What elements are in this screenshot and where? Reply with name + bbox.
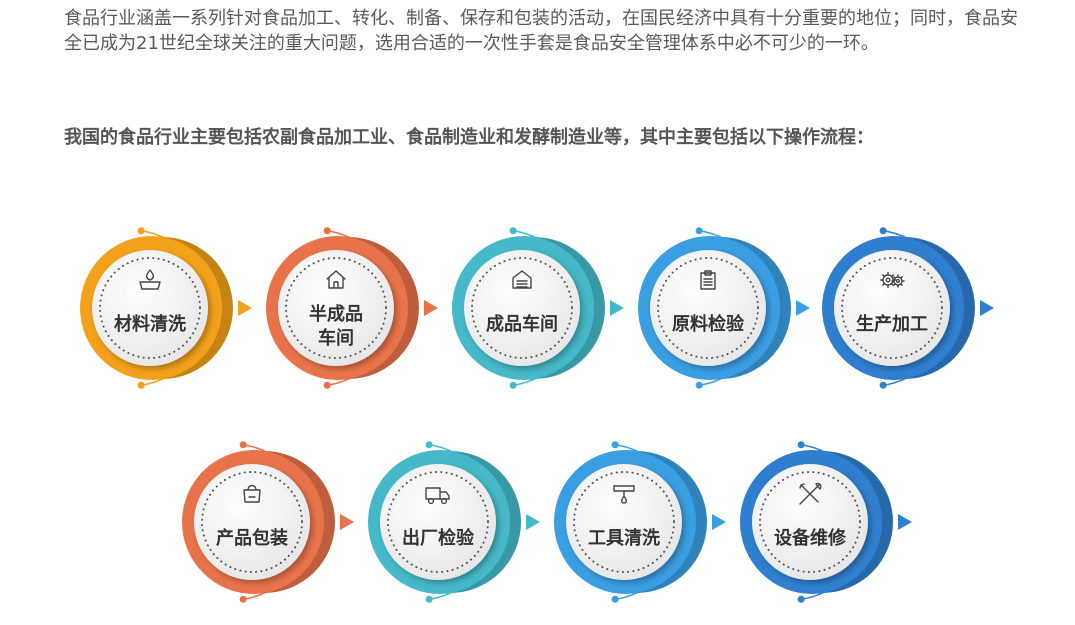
step-label: 出厂检验 <box>402 527 475 549</box>
step-label-line: 半成品 <box>309 303 363 325</box>
flow-arrow <box>980 300 994 316</box>
flow-arrow <box>610 300 624 316</box>
arc-dot <box>879 227 887 235</box>
arc-dot <box>797 441 805 449</box>
flow-arrow <box>238 300 252 316</box>
dotted-ring <box>841 257 943 359</box>
arc-dot <box>323 381 331 389</box>
step-label: 半成品车间 <box>309 303 363 349</box>
inner-disc <box>380 464 496 580</box>
flow-arrow <box>898 514 912 530</box>
ring-shade <box>720 237 791 379</box>
ring-shade <box>162 237 233 379</box>
arc-dot <box>137 227 145 235</box>
arc-dot <box>137 381 145 389</box>
inner-disc <box>194 464 310 580</box>
step-label-line: 出厂检验 <box>402 527 475 549</box>
step-label: 原料检验 <box>672 313 745 335</box>
arc-dot <box>323 227 331 235</box>
arc-dot <box>695 227 703 235</box>
flow-arrow <box>424 300 438 316</box>
clipboard-icon <box>700 270 716 290</box>
step-label-line: 车间 <box>318 327 354 349</box>
step-label-line: 工具清洗 <box>588 527 660 549</box>
house-icon <box>326 270 346 289</box>
ring-shade <box>904 237 975 379</box>
inner-disc <box>92 250 208 366</box>
ring-shade <box>348 237 419 379</box>
dotted-ring <box>201 471 303 573</box>
step-label-line: 材料清洗 <box>114 313 186 335</box>
step-label-line: 成品车间 <box>486 313 558 335</box>
dotted-ring <box>285 257 387 359</box>
tap-icon <box>613 485 635 504</box>
flow-arrow <box>340 514 354 530</box>
flow-arrow <box>526 514 540 530</box>
gears-icon <box>879 271 905 289</box>
process-step: 生产加工 <box>822 227 994 389</box>
arc-dot <box>879 381 887 389</box>
inner-disc <box>464 250 580 366</box>
arc-dot <box>509 381 517 389</box>
dotted-ring <box>759 471 861 573</box>
dotted-ring <box>471 257 573 359</box>
dotted-ring <box>573 471 675 573</box>
arc-dot <box>239 595 247 603</box>
intro-paragraph: 食品行业涵盖一系列针对食品加工、转化、制备、保存和包装的活动，在国民经济中具有十… <box>64 8 1018 54</box>
arc-dot <box>611 441 619 449</box>
arc-dot <box>611 595 619 603</box>
process-step: 材料清洗 <box>80 227 252 389</box>
ring-shade <box>264 451 335 593</box>
process-step: 工具清洗 <box>554 441 726 603</box>
step-label-line: 生产加工 <box>856 313 928 335</box>
inner-disc <box>650 250 766 366</box>
step-label-line: 产品包装 <box>216 527 288 549</box>
step-label: 设备维修 <box>774 527 847 549</box>
process-heading: 我国的食品行业主要包括农副食品加工业、食品制造业和发酵制造业等，其中主要包括以下… <box>64 127 874 148</box>
dotted-ring <box>657 257 759 359</box>
step-label: 生产加工 <box>856 313 928 335</box>
step-label-line: 原料检验 <box>672 313 745 335</box>
process-step: 产品包装 <box>182 441 354 603</box>
flow-arrow <box>712 514 726 530</box>
process-step: 设备维修 <box>740 441 912 603</box>
flow-arrow <box>796 300 810 316</box>
washbasin-icon <box>139 269 161 290</box>
ring-shade <box>636 451 707 593</box>
arc-dot <box>425 595 433 603</box>
inner-disc <box>834 250 950 366</box>
warehouse-icon <box>512 270 532 289</box>
arc-dot <box>239 441 247 449</box>
step-label: 工具清洗 <box>588 527 660 549</box>
arc-dot <box>797 595 805 603</box>
arc-dot <box>425 441 433 449</box>
process-step: 半成品车间 <box>266 227 438 389</box>
inner-disc <box>752 464 868 580</box>
inner-disc <box>566 464 682 580</box>
step-label: 成品车间 <box>486 313 558 335</box>
dotted-ring <box>387 471 489 573</box>
ring-shade <box>822 451 893 593</box>
ring-shade <box>534 237 605 379</box>
process-step: 成品车间 <box>452 227 624 389</box>
inner-disc <box>278 250 394 366</box>
ring-shade <box>450 451 521 593</box>
step-label: 产品包装 <box>216 527 288 549</box>
package-icon <box>243 484 261 503</box>
process-step: 出厂检验 <box>368 441 540 603</box>
arc-dot <box>509 227 517 235</box>
truck-icon <box>425 487 450 505</box>
step-label: 材料清洗 <box>114 313 186 335</box>
tools-icon <box>799 482 822 505</box>
dotted-ring <box>99 257 201 359</box>
arc-dot <box>695 381 703 389</box>
process-step: 原料检验 <box>638 227 810 389</box>
step-label-line: 设备维修 <box>774 527 847 549</box>
